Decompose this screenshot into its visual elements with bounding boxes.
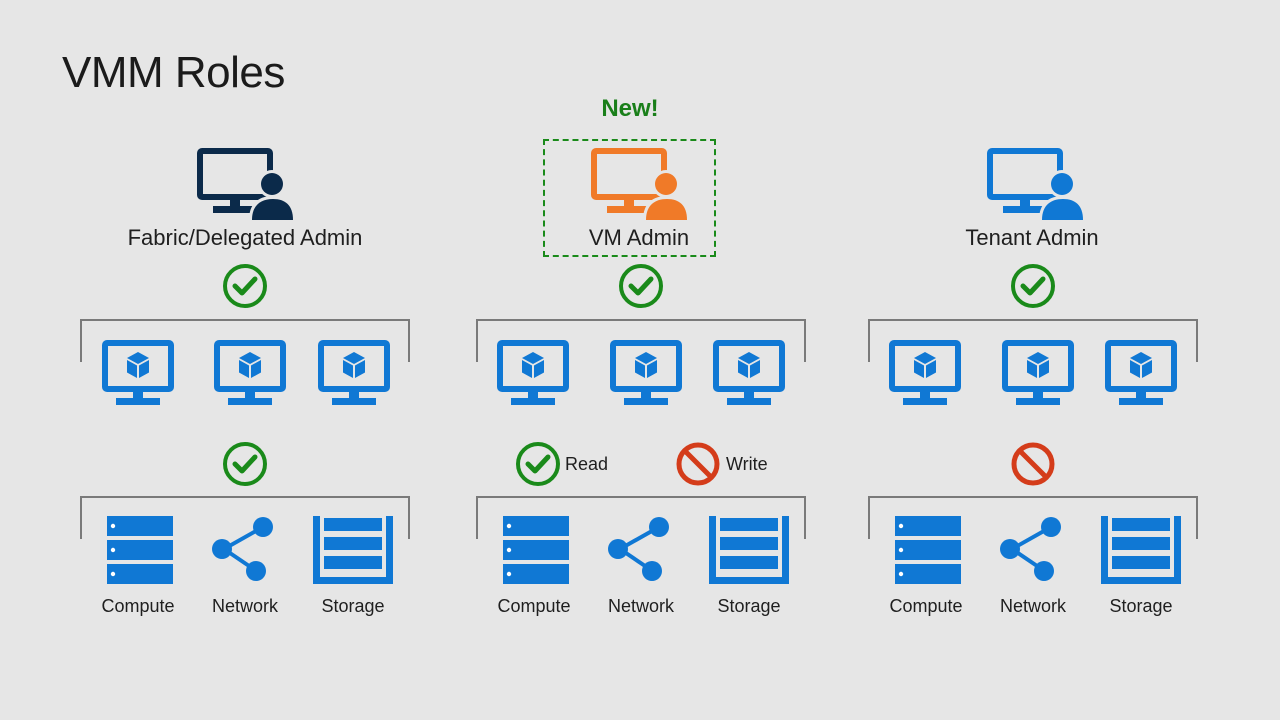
virtual-machine-icon xyxy=(1105,340,1177,406)
compute-label: Compute xyxy=(101,596,175,616)
virtual-machine-icon xyxy=(214,340,286,406)
virtual-machine-icon xyxy=(713,340,785,406)
resource-group-bracket xyxy=(868,496,1198,539)
virtual-machine-icon xyxy=(610,340,682,406)
no-entry-icon xyxy=(675,441,721,487)
network-icon xyxy=(998,516,1064,582)
page-title: VMM Roles xyxy=(62,48,285,97)
virtual-machine-icon xyxy=(1002,340,1074,406)
write-permission-label: Write xyxy=(726,454,768,474)
storage-label: Storage xyxy=(1109,596,1173,616)
fabric-admin-monitor-user-icon xyxy=(197,148,295,220)
network-label: Network xyxy=(999,596,1066,616)
compute-icon xyxy=(107,516,173,584)
vm-admin-monitor-user-icon xyxy=(591,148,689,220)
resource-group-bracket xyxy=(476,496,806,539)
resource-group-bracket xyxy=(80,496,410,539)
vm-group-bracket xyxy=(868,319,1198,362)
virtual-machine-icon xyxy=(497,340,569,406)
virtual-machine-icon xyxy=(102,340,174,406)
check-icon xyxy=(618,263,664,309)
storage-label: Storage xyxy=(321,596,385,616)
network-icon xyxy=(210,516,276,582)
role-label: Fabric/Delegated Admin xyxy=(127,225,363,250)
storage-icon xyxy=(709,516,789,584)
check-icon xyxy=(222,263,268,309)
read-permission-label: Read xyxy=(565,454,609,474)
check-icon xyxy=(515,441,561,487)
network-icon xyxy=(606,516,672,582)
network-label: Network xyxy=(211,596,278,616)
compute-icon xyxy=(895,516,961,584)
no-entry-icon xyxy=(1010,441,1056,487)
role-label: VM Admin xyxy=(588,225,690,250)
vm-group-bracket xyxy=(476,319,806,362)
compute-label: Compute xyxy=(889,596,963,616)
tenant-admin-monitor-user-icon xyxy=(987,148,1085,220)
storage-icon xyxy=(313,516,393,584)
vm-group-bracket xyxy=(80,319,410,362)
new-badge: New! xyxy=(601,95,659,122)
network-label: Network xyxy=(607,596,674,616)
check-icon xyxy=(1010,263,1056,309)
check-icon xyxy=(222,441,268,487)
virtual-machine-icon xyxy=(318,340,390,406)
role-label: Tenant Admin xyxy=(965,225,1099,250)
compute-label: Compute xyxy=(497,596,571,616)
new-role-highlight xyxy=(543,139,716,257)
storage-icon xyxy=(1101,516,1181,584)
compute-icon xyxy=(503,516,569,584)
virtual-machine-icon xyxy=(889,340,961,406)
storage-label: Storage xyxy=(717,596,781,616)
